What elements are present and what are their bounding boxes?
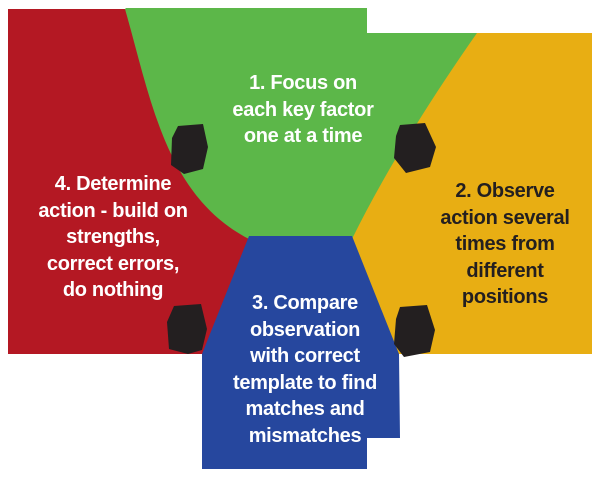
cycle-arrow-top-right-icon	[394, 123, 436, 173]
step-4-shape-red	[8, 9, 251, 354]
step-2-shape-yellow	[350, 33, 592, 354]
cycle-arrow-bottom-right-icon	[394, 305, 435, 357]
step-3-shape-blue	[202, 236, 400, 469]
step-1-shape-green	[125, 8, 477, 239]
cycle-arrow-bottom-left-icon	[167, 304, 207, 354]
cycle-arrow-top-left-icon	[171, 124, 208, 174]
